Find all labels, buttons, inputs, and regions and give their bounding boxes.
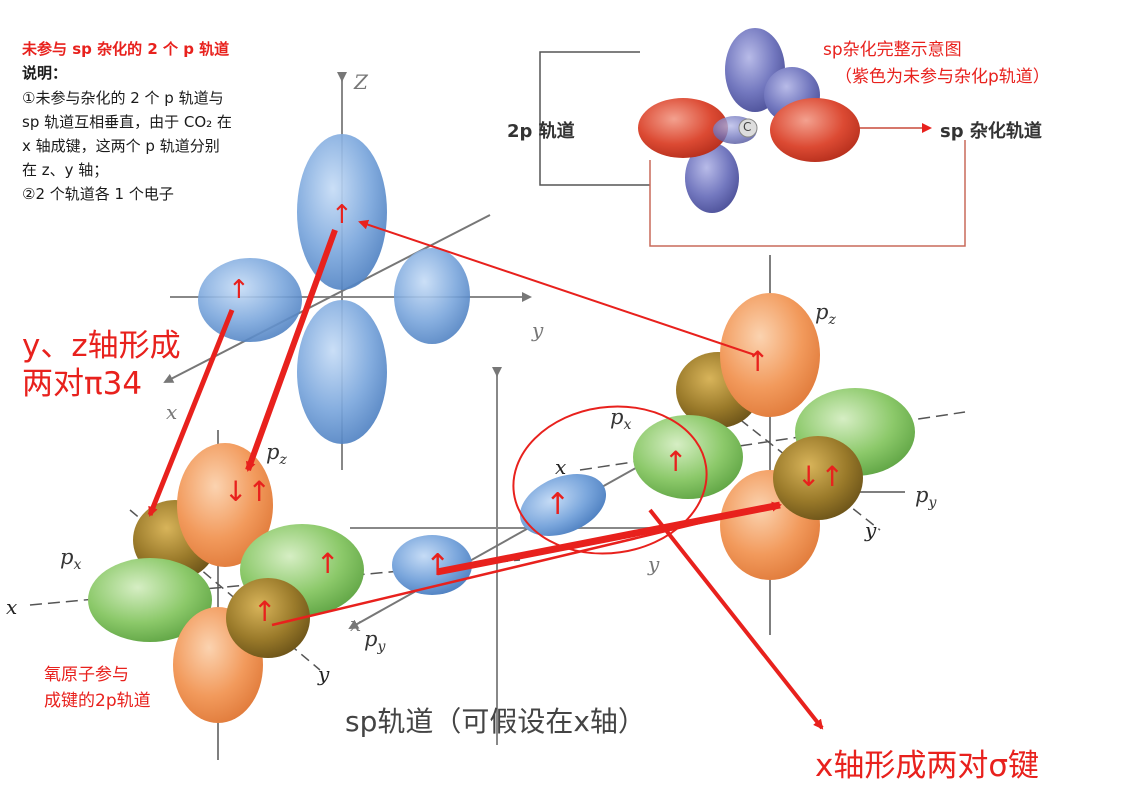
left-px-label: px (60, 545, 82, 574)
left-py-label: py (364, 627, 386, 656)
blue-lobe-y-right (394, 248, 470, 344)
pi-bond-label-line1: y、z轴形成 (22, 328, 181, 364)
oxygen-label-line2: 成键的2p轨道 (44, 691, 151, 711)
right-oxygen-orbitals (579, 255, 966, 635)
left-x-axis-label: x (6, 595, 18, 619)
electron-left-pz-pair: ↓↑ (224, 475, 271, 508)
sp-caption: sp轨道（可假设在x轴） (345, 705, 646, 738)
electron-left-py: ↑ (253, 595, 277, 628)
inset-subtitle: （紫色为未参与杂化p轨道） (835, 67, 1050, 87)
blue-lobe-z-up (297, 134, 387, 290)
note-line-5: ②2 个轨道各 1 个电子 (22, 185, 174, 203)
red-connectors (147, 219, 824, 730)
blue-lobe-y-left (198, 258, 302, 342)
electron-left-px: ↑ (316, 547, 340, 580)
oxygen-label-line1: 氧原子参与 (44, 665, 129, 685)
left-pz-label: pz (266, 440, 287, 469)
note-line-4: 在 z、y 轴； (22, 161, 109, 179)
inset-carbon-label: C (743, 120, 752, 134)
top-axis-x-label: x (166, 400, 178, 424)
top-axis-y-label: y (532, 318, 544, 342)
left-y-axis-label: y (318, 662, 330, 686)
note-title: 未参与 sp 杂化的 2 个 p 轨道 (22, 40, 230, 58)
right-px-label: px (610, 405, 632, 434)
electron-sp-right: ↑ (545, 487, 571, 522)
electron-top-z: ↑ (331, 200, 353, 230)
inset-title: sp杂化完整示意图 (823, 40, 962, 60)
inset-sp-diagram (539, 28, 966, 247)
electron-sp-left: ↑ (425, 548, 451, 583)
right-pz-label: pz (815, 300, 836, 329)
right-py-label: py (915, 483, 937, 512)
pi-bond-label-line2: 两对π34 (22, 366, 143, 402)
sigma-bond-label: x轴形成两对σ键 (815, 748, 1039, 784)
inset-2p-label: 2p 轨道 (507, 121, 575, 142)
center-x-axis-label: x (350, 612, 362, 636)
electron-right-pz: ↑ (746, 345, 770, 378)
electron-right-py-pair: ↓↑ (797, 460, 844, 493)
right-x-axis-label: x (555, 455, 567, 479)
inset-sp-label: sp 杂化轨道 (940, 121, 1042, 142)
note-line-2: sp 轨道互相垂直，由于 CO₂ 在 (22, 113, 232, 131)
top-axis-z-label: Z (354, 70, 368, 94)
note-heading: 说明： (22, 64, 68, 82)
electron-right-px: ↑ (664, 445, 688, 478)
left-oxygen-orbitals (29, 430, 521, 760)
blue-lobe-z-down (297, 300, 387, 444)
sigma-circle-highlight (512, 405, 708, 555)
top-p-orbitals (163, 72, 532, 470)
note-line-3: x 轴成键，这两个 p 轨道分别 (22, 137, 220, 155)
right-y-axis-label: y (865, 518, 877, 542)
electron-top-y: ↑ (228, 275, 250, 305)
note-line-1: ①未参与杂化的 2 个 p 轨道与 (22, 89, 224, 107)
center-y-axis-label: y (648, 552, 660, 576)
